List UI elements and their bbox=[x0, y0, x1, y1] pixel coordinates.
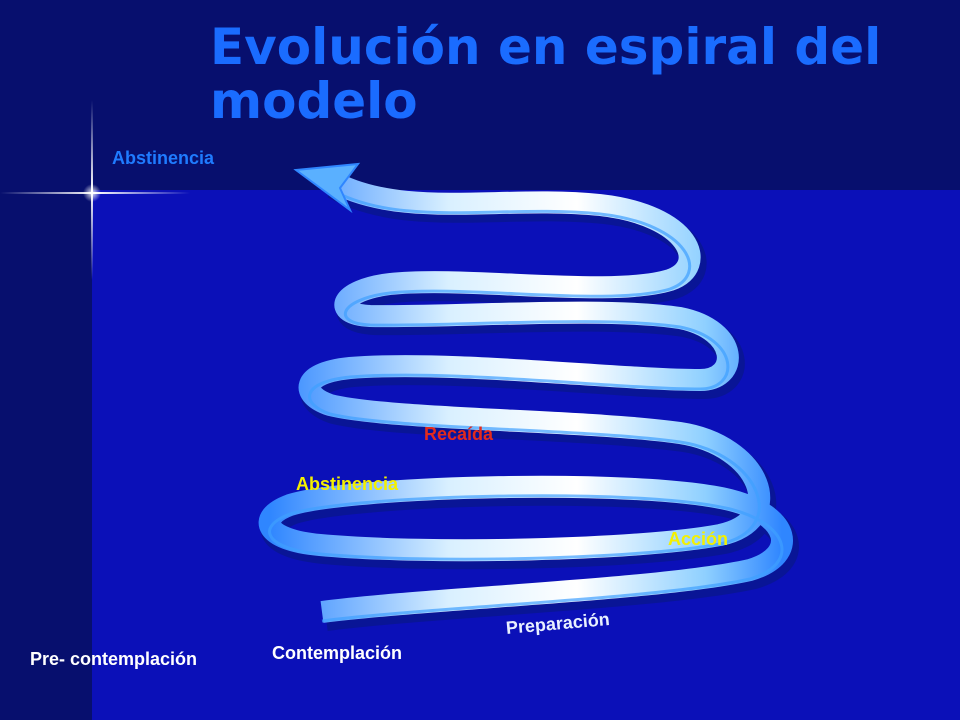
label-recaida: Recaída bbox=[424, 424, 494, 444]
top-band bbox=[0, 0, 960, 190]
label-accion: Acción bbox=[668, 529, 729, 549]
label-contemplacion: Contemplación bbox=[272, 643, 403, 663]
slide-title: Evolución en espiral del modelo bbox=[210, 18, 882, 130]
label-abstinencia-mid: Abstinencia bbox=[296, 474, 399, 494]
left-band bbox=[0, 0, 92, 720]
label-precontemplacion: Pre- contemplación bbox=[30, 649, 198, 669]
label-abstinencia-top: Abstinencia bbox=[112, 148, 215, 168]
spiral-arrowhead bbox=[293, 162, 361, 214]
